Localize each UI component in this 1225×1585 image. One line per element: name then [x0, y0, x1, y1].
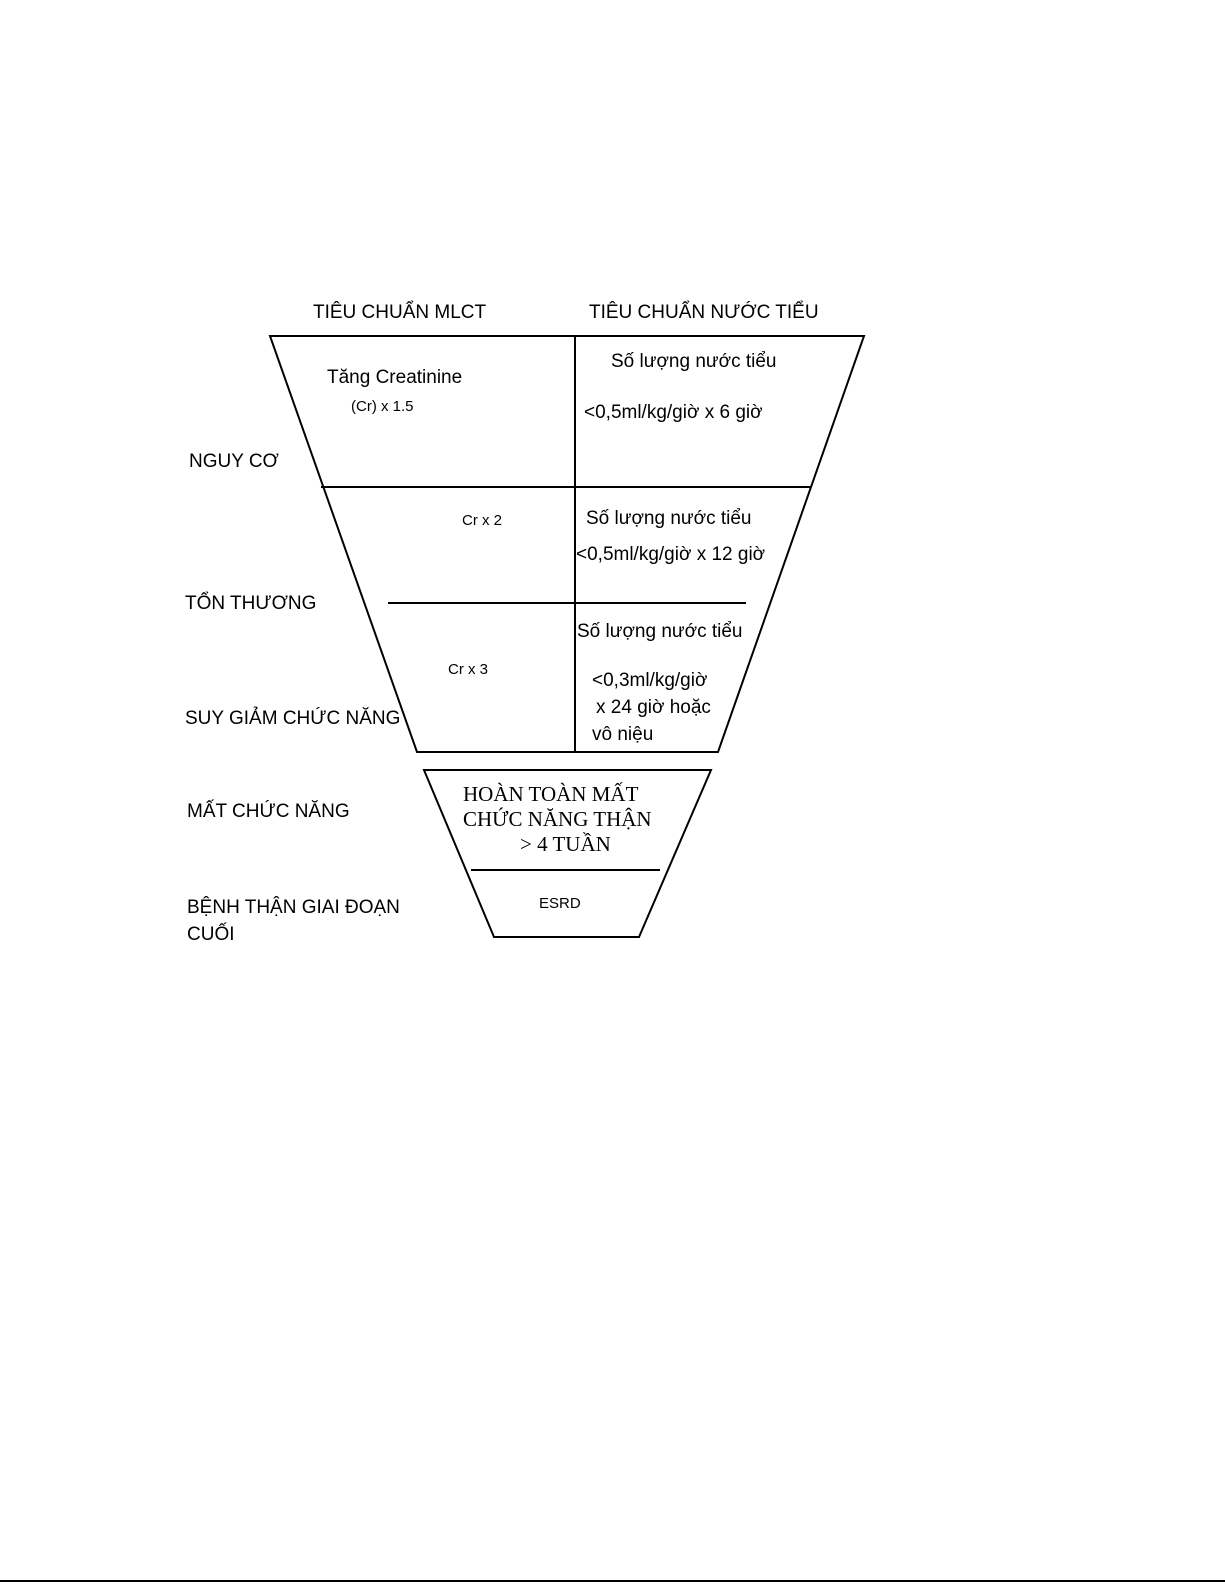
- risk-urine-text: Số lượng nước tiểu: [611, 351, 777, 372]
- header-urine: TIÊU CHUẨN NƯỚC TIỂU: [589, 302, 819, 323]
- stage-esrd-label-line1: BỆNH THẬN GIAI ĐOẠN: [187, 897, 400, 918]
- failure-urine-value-line1: <0,3ml/kg/giờ: [592, 670, 708, 691]
- upper-funnel: [268, 335, 866, 753]
- injury-mlct-value: Cr x 2: [462, 512, 503, 529]
- failure-urine-text: Số lượng nước tiểu: [577, 621, 743, 642]
- loss-text-line2: CHỨC NĂNG THẬN: [463, 807, 652, 831]
- page-bottom-rule: [0, 1580, 1225, 1582]
- stage-failure-label: SUY GIẢM CHỨC NĂNG: [185, 708, 401, 729]
- failure-urine-value-line3: vô niệu: [592, 724, 654, 745]
- loss-text-line3: > 4 TUẦN: [520, 832, 611, 856]
- failure-mlct-value: Cr x 3: [448, 661, 489, 678]
- stage-esrd-label-line2: CUỐI: [187, 924, 235, 945]
- risk-mlct-value: (Cr) x 1.5: [351, 398, 414, 415]
- injury-urine-text: Số lượng nước tiểu: [586, 508, 752, 529]
- stage-risk-label: NGUY CƠ: [189, 451, 279, 472]
- esrd-cell-label: ESRD: [539, 895, 581, 912]
- risk-urine-value: <0,5ml/kg/giờ x 6 giờ: [584, 402, 763, 423]
- injury-urine-value: <0,5ml/kg/giờ x 12 giờ: [576, 544, 766, 565]
- failure-urine-value-line2: x 24 giờ hoặc: [596, 697, 711, 718]
- lower-funnel: [422, 769, 713, 938]
- risk-mlct-text: Tăng Creatinine: [327, 367, 463, 388]
- header-mlct: TIÊU CHUẨN MLCT: [313, 302, 487, 323]
- stage-loss-label: MẤT CHỨC NĂNG: [187, 801, 350, 822]
- stage-injury-label: TỔN THƯƠNG: [185, 593, 317, 614]
- loss-text-line1: HOÀN TOÀN MẤT: [463, 782, 639, 806]
